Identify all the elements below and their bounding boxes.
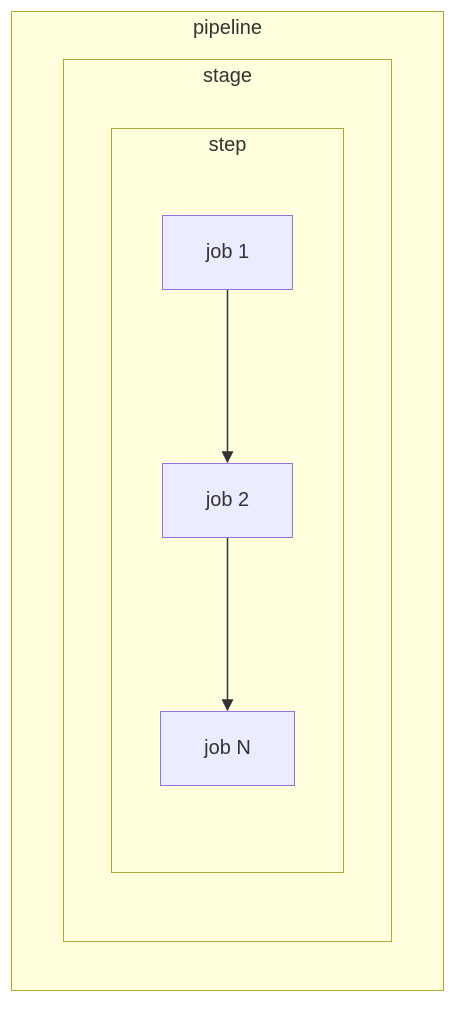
node-job-1: job 1 <box>162 215 293 290</box>
node-job-n: job N <box>160 711 295 786</box>
cluster-step-label: step <box>208 134 247 156</box>
node-job-2: job 2 <box>162 463 293 538</box>
cluster-stage-label: stage <box>203 65 252 87</box>
cluster-pipeline-label: pipeline <box>193 17 262 39</box>
